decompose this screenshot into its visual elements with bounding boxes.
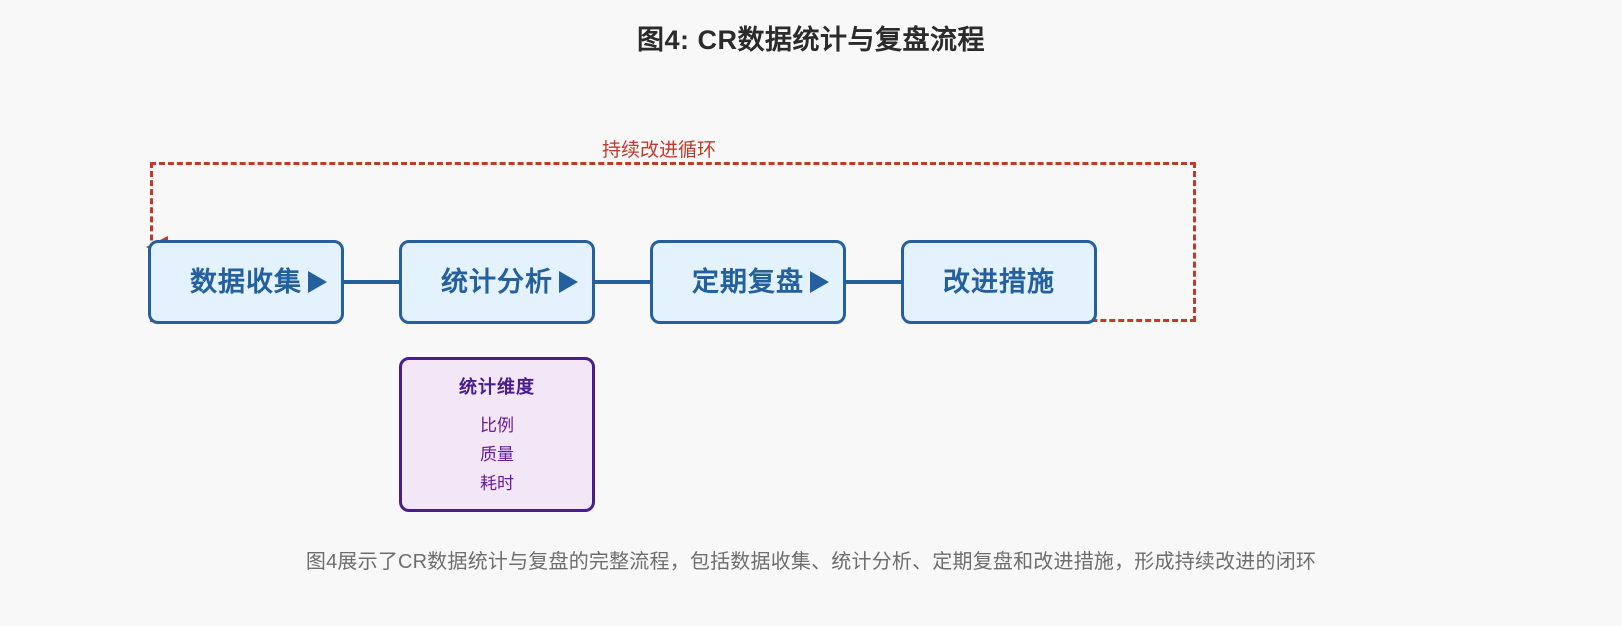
connector-2 [595,280,650,284]
flow-node-label: 改进措施 [943,266,1055,297]
dimension-item-ratio: 比例 [480,416,514,435]
dimension-box-title: 统计维度 [459,377,535,397]
dimension-item-time: 耗时 [480,474,514,493]
statistics-dimension-box[interactable]: 统计维度 比例 质量 耗时 [399,357,595,512]
flow-node-periodic-review[interactable]: 定期复盘 [650,240,846,324]
figure-caption: 图4展示了CR数据统计与复盘的完整流程，包括数据收集、统计分析、定期复盘和改进措… [305,551,1317,573]
loop-label: 持续改进循环 [602,140,717,161]
connector-3 [846,280,901,284]
arrow-right-icon [308,271,327,293]
page-title: 图4: CR数据统计与复盘流程 [636,25,985,55]
flow-node-label: 数据收集 [190,266,302,297]
connector-1 [344,280,399,284]
flow-node-label: 定期复盘 [692,266,804,297]
arrow-right-icon [559,271,578,293]
flow-node-data-collection[interactable]: 数据收集 [148,240,344,324]
flow-node-statistical-analysis[interactable]: 统计分析 [399,240,595,324]
flow-node-improvement-actions[interactable]: 改进措施 [901,240,1097,324]
arrow-right-icon [810,271,829,293]
dimension-item-quality: 质量 [480,445,514,464]
flow-node-label: 统计分析 [441,266,553,297]
